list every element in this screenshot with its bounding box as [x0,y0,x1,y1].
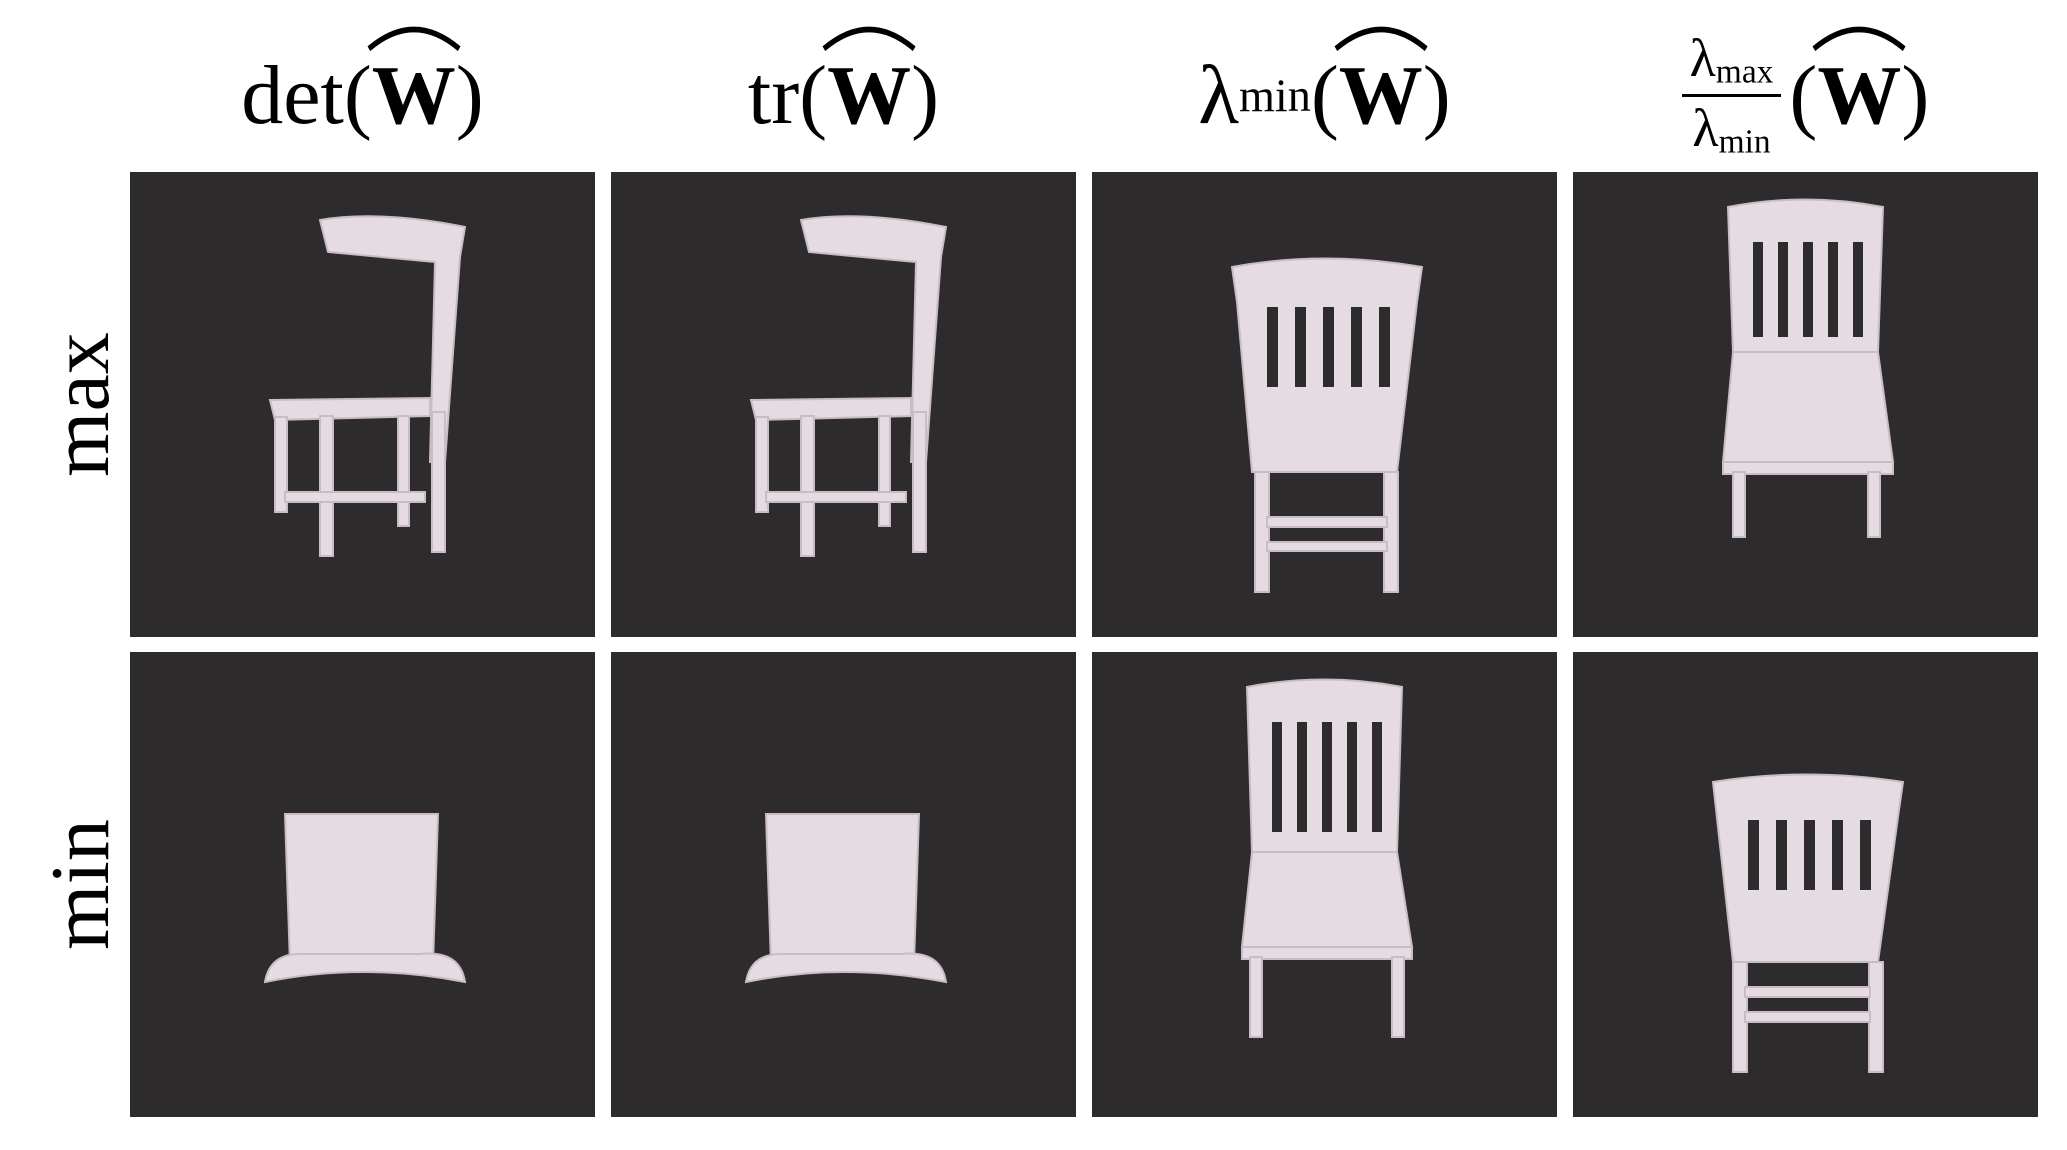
row-label-text: min [33,819,127,950]
w-hat: W [1812,26,1906,144]
chair-front-top-view-icon [1240,678,1414,1038]
chair-back-view-icon [1230,257,1424,593]
header-text: ) [911,48,940,142]
hat-icon [367,26,461,51]
image-max-trace [611,172,1076,637]
w-hat: W [367,26,461,144]
image-max-lambda-min [1092,172,1557,637]
header-text: det( [241,48,372,142]
operand: W [827,48,912,142]
paren-close: ) [1901,48,1930,142]
lambda-symbol: λ [1198,48,1239,142]
header-text: ) [455,48,484,142]
operand: W [371,48,456,142]
chair-back-view-icon [1711,773,1905,1073]
column-header-det: det(W) [130,20,595,170]
operand: W [1817,48,1902,142]
paren-open: ( [1789,48,1818,142]
row-label-min: min [34,652,127,1117]
image-min-trace [611,652,1076,1117]
hat-icon [1334,26,1428,51]
w-hat: W [822,26,916,144]
lambda-symbol: λ [1689,28,1716,89]
header-text: tr( [747,48,828,142]
column-header-condition-number: λmax λmin (W) [1573,20,2038,170]
w-hat: W [1334,26,1428,144]
lambda-symbol: λ [1692,97,1719,158]
row-label-max: max [34,172,127,637]
column-header-trace: tr(W) [611,20,1076,170]
row-label-text: max [33,332,127,477]
lambda-ratio: λmax λmin [1681,28,1782,159]
numerator: λmax [1681,28,1782,97]
chair-top-view-icon [263,813,467,984]
hat-icon [822,26,916,51]
paren-open: ( [1310,48,1339,142]
subscript: max [1715,54,1774,92]
image-min-lambda-min [1092,652,1557,1117]
operand: W [1338,48,1423,142]
denominator: λmin [1684,97,1778,159]
chair-side-view-icon [749,215,948,557]
paren-close: ) [1422,48,1451,142]
chair-front-top-view-icon [1721,198,1895,538]
image-min-det [130,652,595,1117]
image-max-det [130,172,595,637]
subscript: min [1718,123,1771,161]
subscript: min [1238,69,1311,121]
chair-top-view-icon [744,813,948,984]
image-min-condition-number [1573,652,2038,1117]
chair-side-view-icon [268,215,467,557]
hat-icon [1812,26,1906,51]
image-max-condition-number [1573,172,2038,637]
